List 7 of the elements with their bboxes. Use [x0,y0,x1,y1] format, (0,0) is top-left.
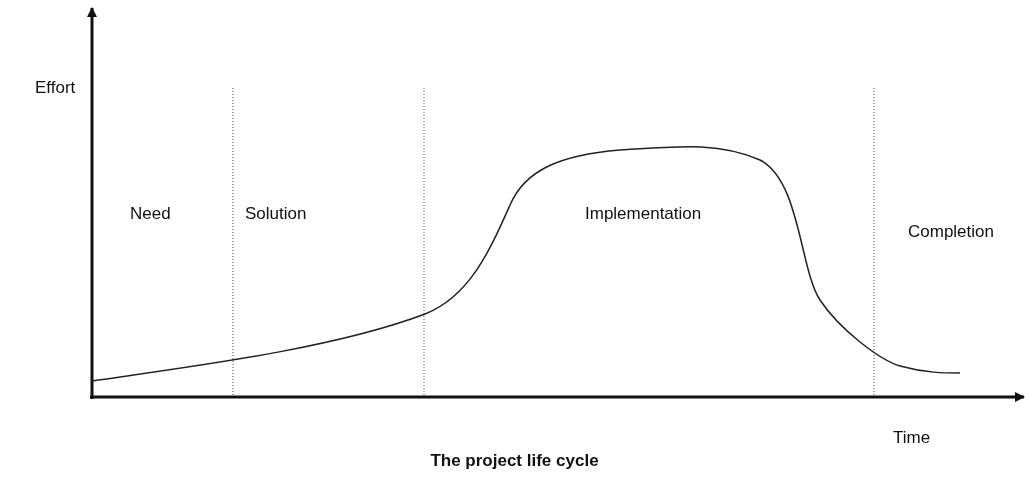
phase-label: Need [130,204,171,224]
phase-label: Completion [908,222,994,242]
phase-label: Implementation [585,204,702,224]
caption: The project life cycle [429,451,600,471]
axis-label: Effort [35,78,76,98]
phase-label: Solution [245,204,307,224]
axis-label: Time [893,428,931,448]
